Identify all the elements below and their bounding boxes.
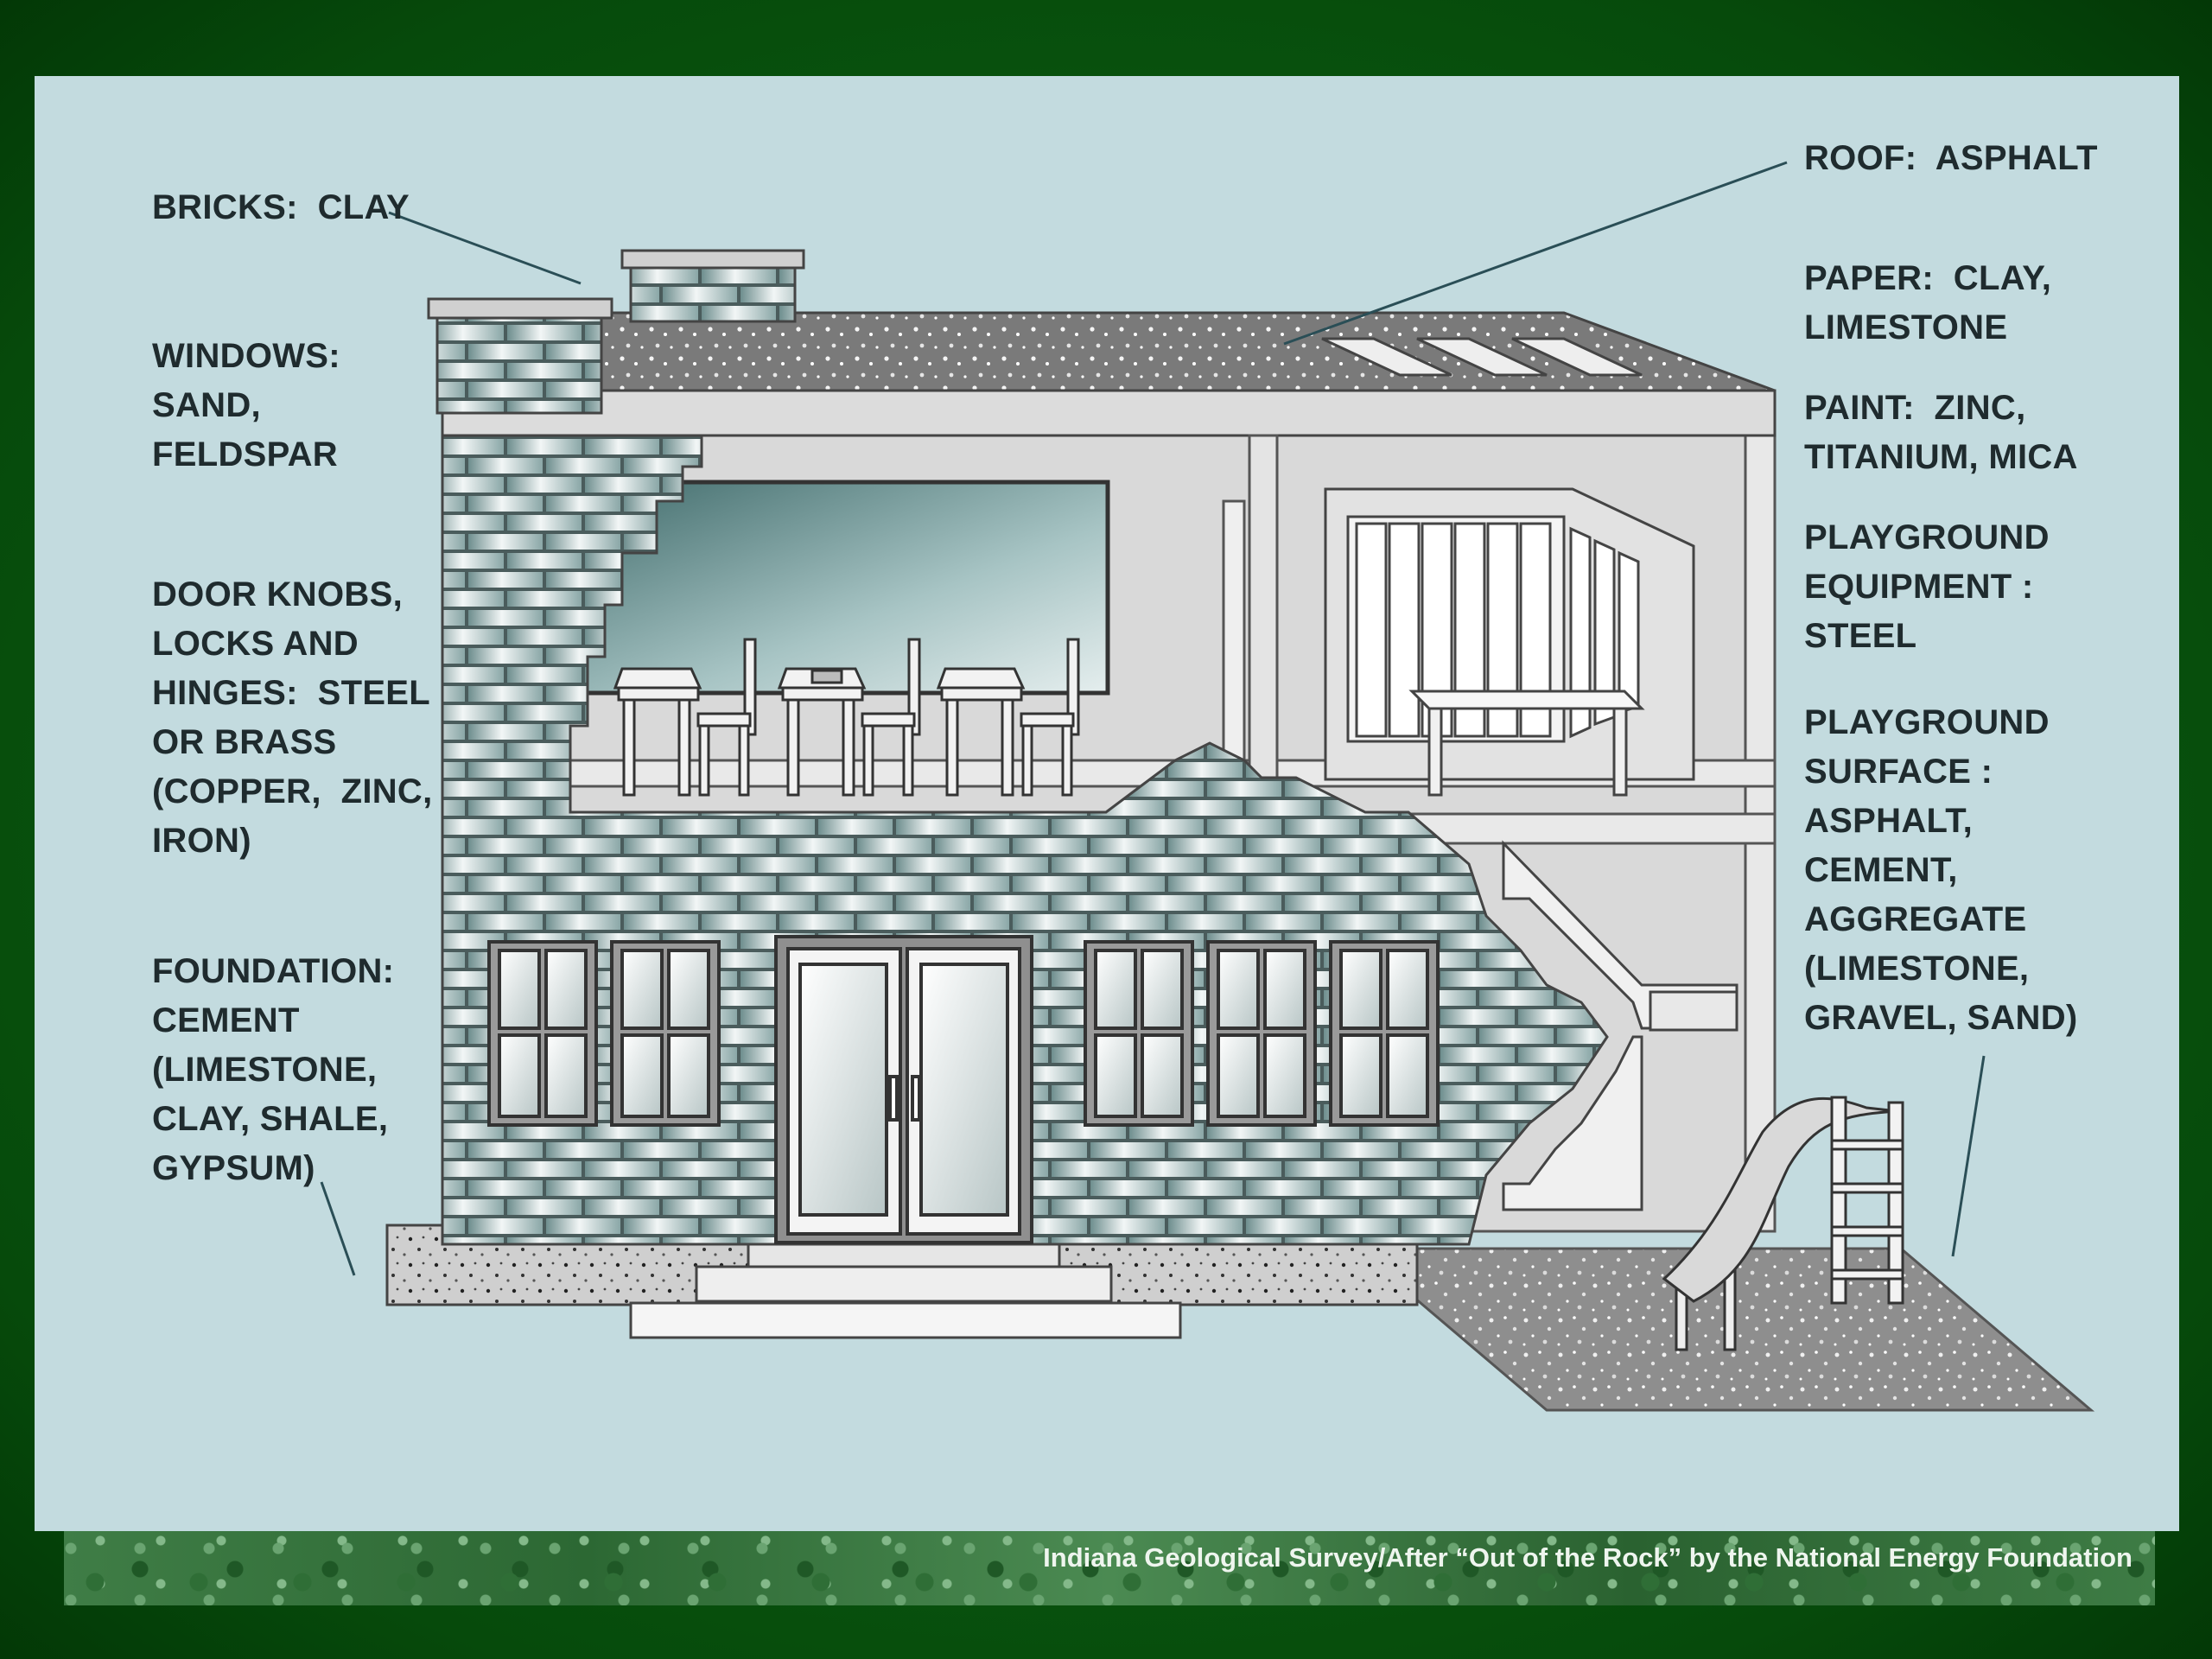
label-bricks: BRICKS: CLAY — [152, 188, 410, 226]
label-paper: PAPER: CLAY, LIMESTONE — [1804, 259, 2052, 346]
playground-slide — [1662, 1096, 1904, 1351]
interior-column — [1248, 434, 1279, 817]
label-foundation: FOUNDATION: CEMENT (LIMESTONE, CLAY, SHA… — [152, 952, 395, 1187]
label-playground-equipment: PLAYGROUND EQUIPMENT : STEEL — [1804, 518, 2050, 655]
desks-and-chairs — [613, 638, 1080, 797]
roof-skylights — [1321, 337, 1643, 377]
roof-top — [600, 311, 1776, 392]
label-playground-surface: PLAYGROUND SURFACE : ASPHALT, CEMENT, AG… — [1804, 703, 2078, 1037]
left-chimney — [435, 308, 603, 415]
label-roof: ROOF: ASPHALT — [1804, 139, 2098, 177]
label-door-knobs: DOOR KNOBS, LOCKS AND HINGES: STEEL OR B… — [152, 575, 433, 860]
stair-landing — [1649, 990, 1738, 1032]
source-credit: Indiana Geological Survey/After “Out of … — [1043, 1542, 2133, 1573]
front-double-door — [774, 935, 1033, 1244]
lockers — [1324, 487, 1695, 797]
front-step-2 — [695, 1265, 1113, 1303]
front-step-3 — [629, 1301, 1182, 1339]
label-windows: WINDOWS: SAND, FELDSPAR — [152, 337, 340, 474]
label-paint: PAINT: ZINC, TITANIUM, MICA — [1804, 389, 2078, 476]
ground-floor-windows — [487, 940, 1440, 1127]
footer-band — [64, 1528, 2155, 1605]
leader-lines — [320, 161, 1986, 1276]
roof-fascia — [441, 389, 1777, 437]
